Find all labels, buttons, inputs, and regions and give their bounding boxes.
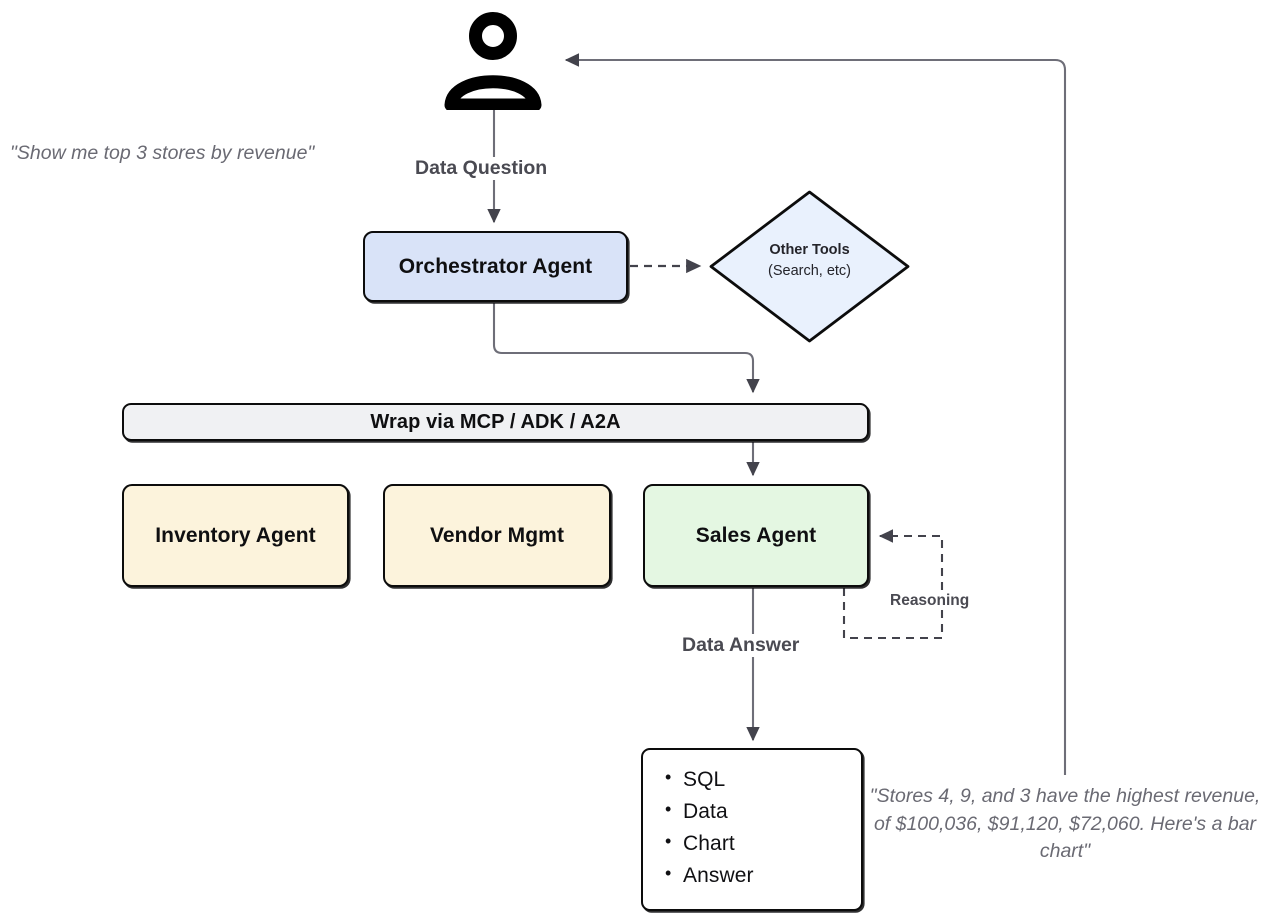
person-icon bbox=[443, 10, 543, 112]
other-tools-label-group: Other Tools (Search, etc) bbox=[707, 240, 912, 282]
list-item: SQL bbox=[665, 764, 861, 796]
output-list: SQL Data Chart Answer bbox=[665, 764, 861, 892]
node-inventory-agent[interactable]: Inventory Agent bbox=[122, 484, 349, 587]
other-tools-subtitle: (Search, etc) bbox=[768, 263, 851, 280]
node-other-tools[interactable]: Other Tools (Search, etc) bbox=[707, 190, 912, 343]
list-item: Chart bbox=[665, 828, 861, 860]
user-question-quote: "Show me top 3 stores by revenue" bbox=[10, 142, 315, 164]
edge-label-reasoning: Reasoning bbox=[884, 592, 976, 610]
list-item: Data bbox=[665, 796, 861, 828]
node-output-artifacts[interactable]: SQL Data Chart Answer bbox=[641, 748, 863, 911]
edge-label-data-answer: Data Answer bbox=[676, 634, 806, 657]
node-wrap-via-mcp-adk-a2a[interactable]: Wrap via MCP / ADK / A2A bbox=[122, 403, 869, 441]
edge-label-data-question: Data Question bbox=[409, 157, 554, 180]
node-vendor-mgmt[interactable]: Vendor Mgmt bbox=[383, 484, 611, 587]
node-sales-agent[interactable]: Sales Agent bbox=[643, 484, 869, 587]
list-item: Answer bbox=[665, 860, 861, 892]
other-tools-title: Other Tools bbox=[769, 242, 850, 258]
answer-quote: "Stores 4, 9, and 3 have the highest rev… bbox=[869, 785, 1261, 863]
node-orchestrator-agent[interactable]: Orchestrator Agent bbox=[363, 231, 628, 302]
